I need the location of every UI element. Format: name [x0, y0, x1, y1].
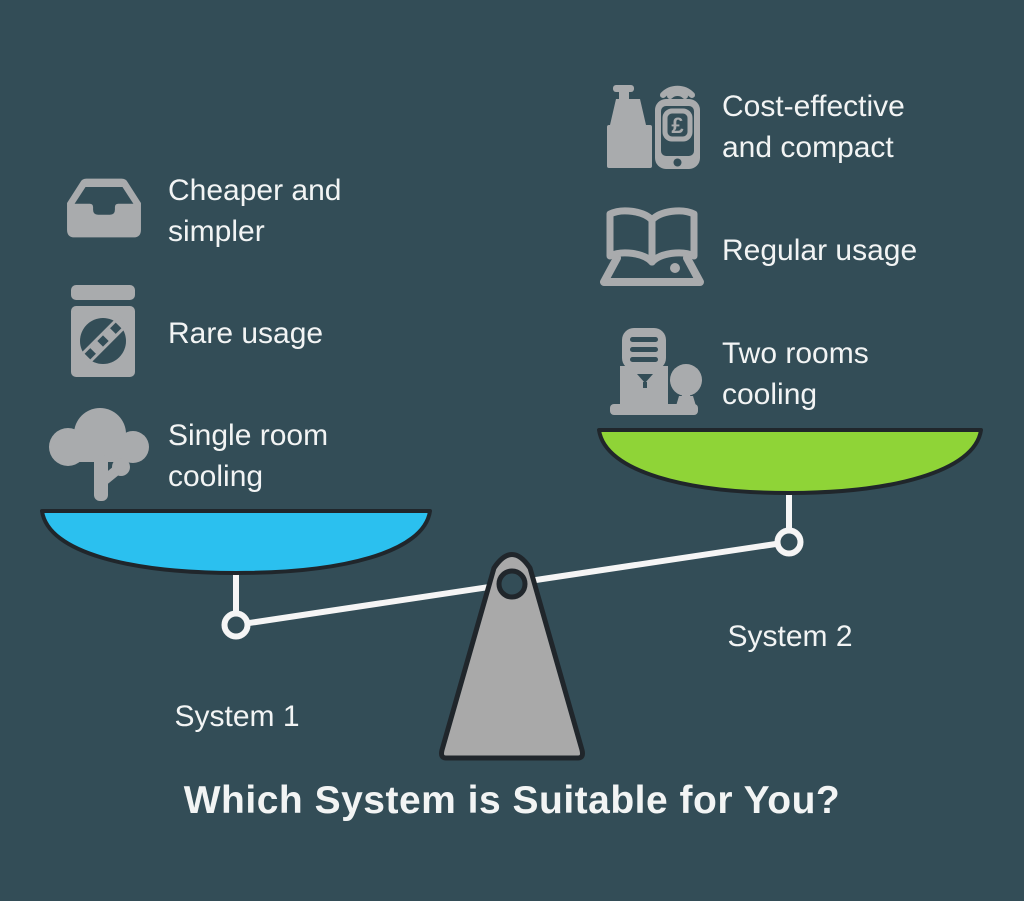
system-1-label: System 1: [174, 700, 300, 733]
fulcrum: [439, 552, 585, 761]
left-feature-2-label: Rare usage: [168, 317, 324, 350]
inbox-tray-icon: [67, 178, 141, 238]
page-title: Which System is Suitable for You?: [183, 779, 841, 822]
right-pan: [597, 428, 983, 495]
svg-text:£: £: [671, 113, 684, 138]
left-feature-1-label: Cheaper and simpler: [168, 174, 342, 248]
right-feature-2-label: Regular usage: [722, 234, 918, 267]
jar-icon: [71, 285, 135, 377]
left-feature-3-label: Single room cooling: [168, 419, 329, 493]
right-hanger-ring: [774, 527, 804, 557]
fulcrum-hole: [496, 568, 528, 600]
sanitizer-phone-payment-icon: £: [607, 85, 700, 169]
open-book-icon: [600, 207, 704, 286]
right-feature-3-label: Two rooms cooling: [722, 337, 869, 411]
right-feature-1-label: Cost-effective and compact: [722, 90, 905, 164]
tree-cloud-icon: [49, 408, 149, 501]
left-hanger-ring: [221, 610, 251, 640]
system-2-label: System 2: [727, 620, 853, 653]
left-pan: [40, 509, 432, 575]
water-cooler-icon: [610, 328, 702, 415]
